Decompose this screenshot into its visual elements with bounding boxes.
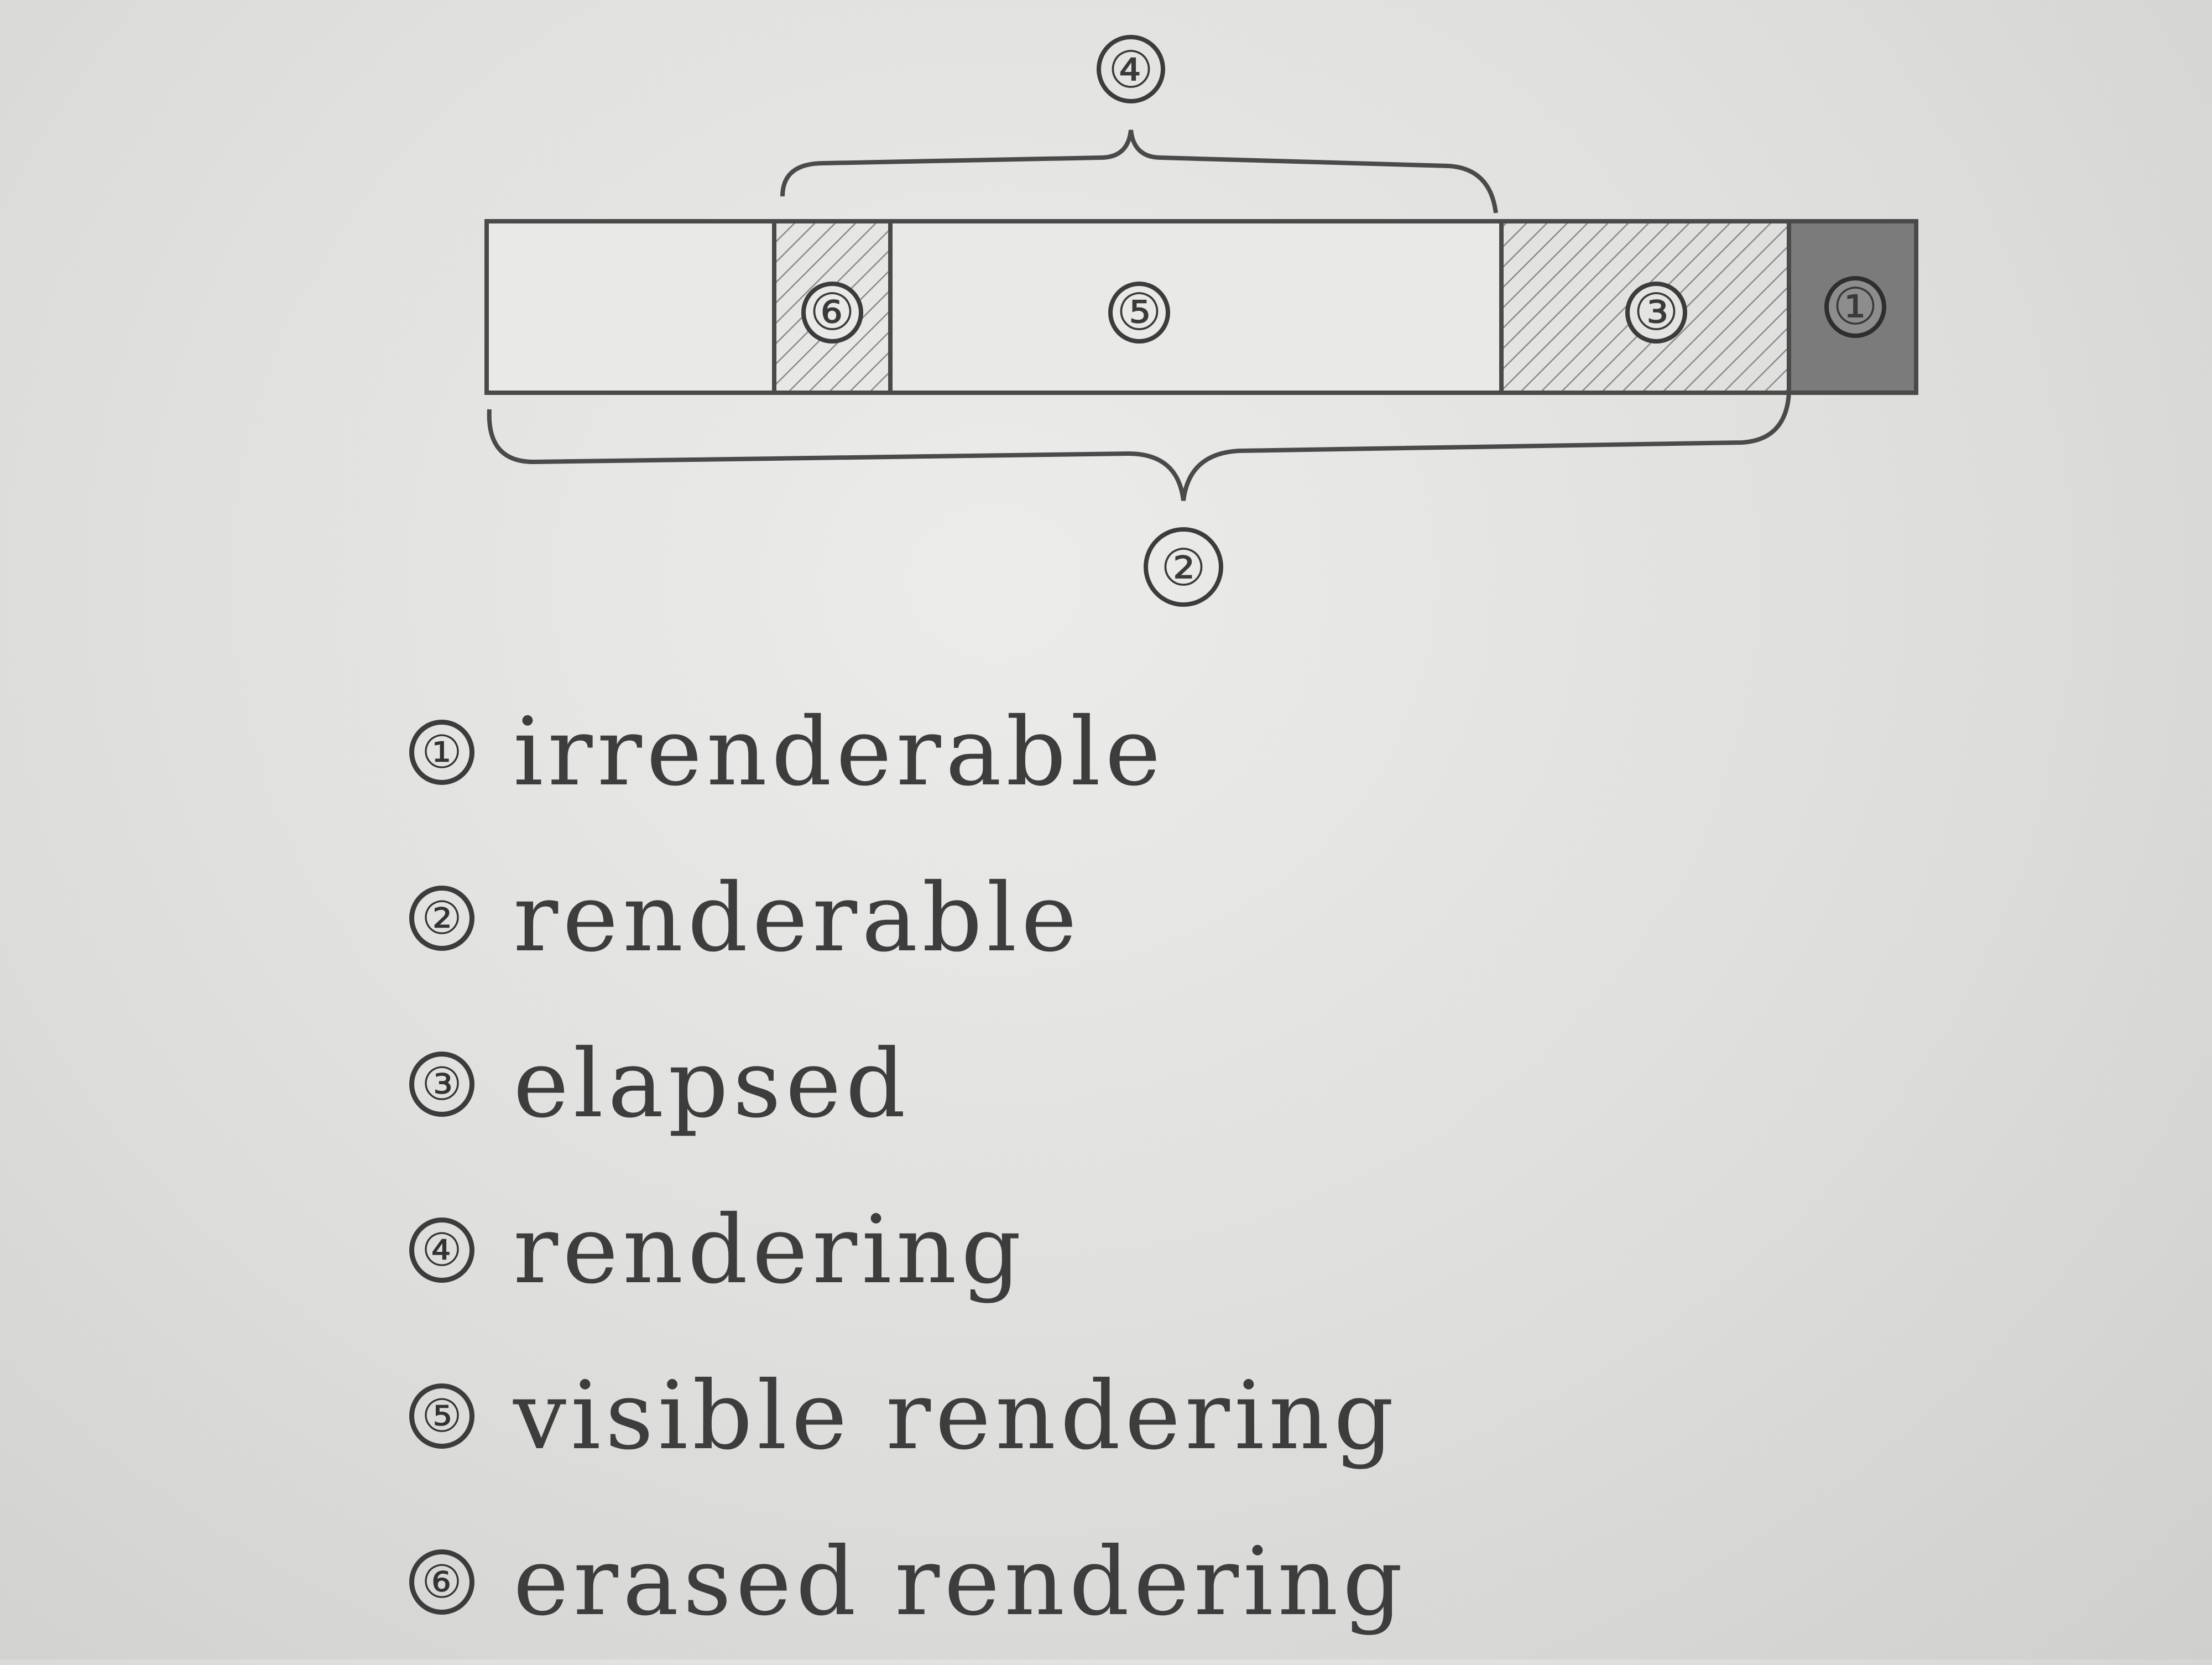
erased-rendering-marker-label: ⑥ — [810, 283, 855, 342]
renderable-marker — [1144, 527, 1223, 607]
irrenderable-marker — [1824, 276, 1886, 338]
elapsed-marker-label: ③ — [1634, 283, 1679, 342]
legend-marker: ② — [409, 886, 474, 951]
legend-marker: ③ — [409, 1052, 474, 1117]
segment-visible-rendering — [888, 219, 1504, 395]
legend-item-irrenderable: ① irrenderable — [409, 669, 1407, 835]
legend-term: visible rendering — [513, 1361, 1399, 1471]
legend-marker: ④ — [409, 1217, 474, 1283]
legend-item-rendering: ④ rendering — [409, 1167, 1407, 1333]
legend-marker: ⑤ — [409, 1383, 474, 1449]
legend-term: rendering — [513, 1195, 1026, 1305]
legend-term: elapsed — [513, 1029, 910, 1139]
erased-rendering-marker — [801, 282, 863, 344]
legend-marker: ⑥ — [409, 1549, 474, 1615]
legend-item-erased-rendering: ⑥ erased rendering — [409, 1499, 1407, 1665]
renderable-brace — [487, 392, 1791, 501]
legend: ① irrenderable ② renderable ③ elapsed ④ … — [409, 669, 1407, 1665]
legend-term: irrenderable — [513, 698, 1165, 807]
visible-rendering-marker-label: ⑤ — [1117, 283, 1162, 342]
elapsed-marker — [1625, 282, 1687, 344]
legend-marker: ① — [409, 720, 474, 785]
irrenderable-marker-label: ① — [1833, 277, 1878, 336]
rendering-brace — [780, 129, 1498, 214]
renderable-marker-label: ② — [1161, 538, 1206, 597]
legend-item-visible-rendering: ⑤ visible rendering — [409, 1333, 1407, 1499]
legend-term: erased rendering — [513, 1527, 1407, 1637]
rendering-marker — [1097, 35, 1165, 103]
legend-item-renderable: ② renderable — [409, 835, 1407, 1001]
segment-renderable-unlabeled — [484, 219, 776, 395]
legend-item-elapsed: ③ elapsed — [409, 1001, 1407, 1167]
legend-term: renderable — [513, 863, 1082, 973]
visible-rendering-marker — [1108, 282, 1170, 344]
rendering-marker-label: ④ — [1108, 40, 1154, 100]
